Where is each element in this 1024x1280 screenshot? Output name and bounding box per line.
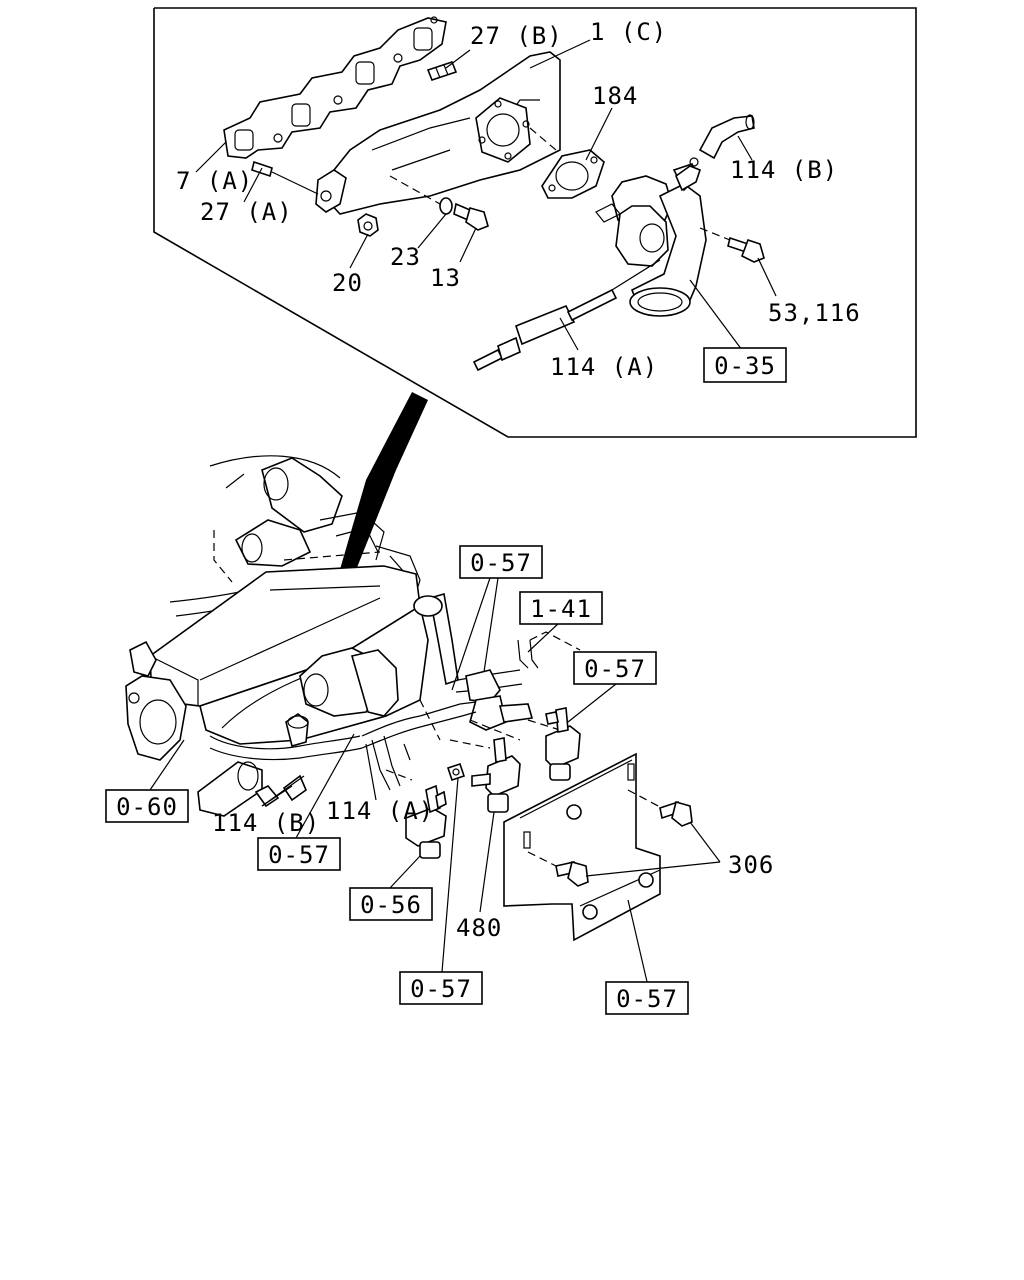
callout-27b: 27 (B)	[470, 22, 563, 50]
detail-inset	[153, 7, 917, 438]
callout-53-116: 53,116	[768, 299, 861, 327]
callout-labels: 7 (A) 27 (B) 27 (A) 1 (C) 184 114 (B) 20…	[176, 18, 861, 942]
callout-184: 184	[592, 82, 638, 110]
inset-leaders	[195, 39, 777, 351]
exhaust-manifold	[315, 51, 561, 215]
ref-0-35: 0-35	[714, 352, 776, 380]
ref-0-57-left: 0-57	[268, 841, 330, 869]
hose-114b-top	[698, 114, 755, 160]
callout-114a-top: 114 (A)	[550, 353, 658, 381]
nut-20	[357, 213, 379, 237]
callout-20: 20	[332, 269, 363, 297]
pipe-114a-top	[472, 259, 661, 372]
callout-23: 23	[390, 243, 421, 271]
ref-0-56: 0-56	[360, 891, 422, 919]
stud-27b	[426, 61, 458, 81]
callout-1c: 1 (C)	[590, 18, 667, 46]
vsv-bracket	[503, 752, 661, 942]
callout-7a: 7 (A)	[176, 167, 253, 195]
callout-480: 480	[456, 914, 502, 942]
ref-0-57-bottom: 0-57	[410, 975, 472, 1003]
callout-306: 306	[728, 851, 774, 879]
callout-114a-bottom: 114 (A)	[326, 797, 434, 825]
callout-27a: 27 (A)	[200, 198, 293, 226]
callout-114b-top: 114 (B)	[730, 156, 838, 184]
gasket-184	[529, 127, 605, 199]
stud-27a	[251, 160, 319, 195]
engine-leaders	[149, 577, 721, 987]
bolt-53-116	[699, 227, 765, 263]
ref-0-57-right: 0-57	[584, 655, 646, 683]
ref-0-57-bracket: 0-57	[616, 985, 678, 1013]
callout-114b-bottom: 114 (B)	[212, 809, 320, 837]
callout-13: 13	[430, 264, 461, 292]
detail-pointer	[334, 392, 428, 590]
ref-1-41: 1-41	[530, 595, 592, 623]
reference-boxes: 0-35 0-57 1-41 0-57 0-60 0-57 0-56 0-57 …	[105, 347, 787, 1015]
engine-overview	[125, 455, 721, 987]
manifold-gasket	[223, 16, 447, 159]
ref-0-60: 0-60	[116, 793, 178, 821]
ref-0-57-top: 0-57	[470, 549, 532, 577]
egr-valve	[595, 157, 707, 317]
bolt-13	[453, 202, 489, 231]
